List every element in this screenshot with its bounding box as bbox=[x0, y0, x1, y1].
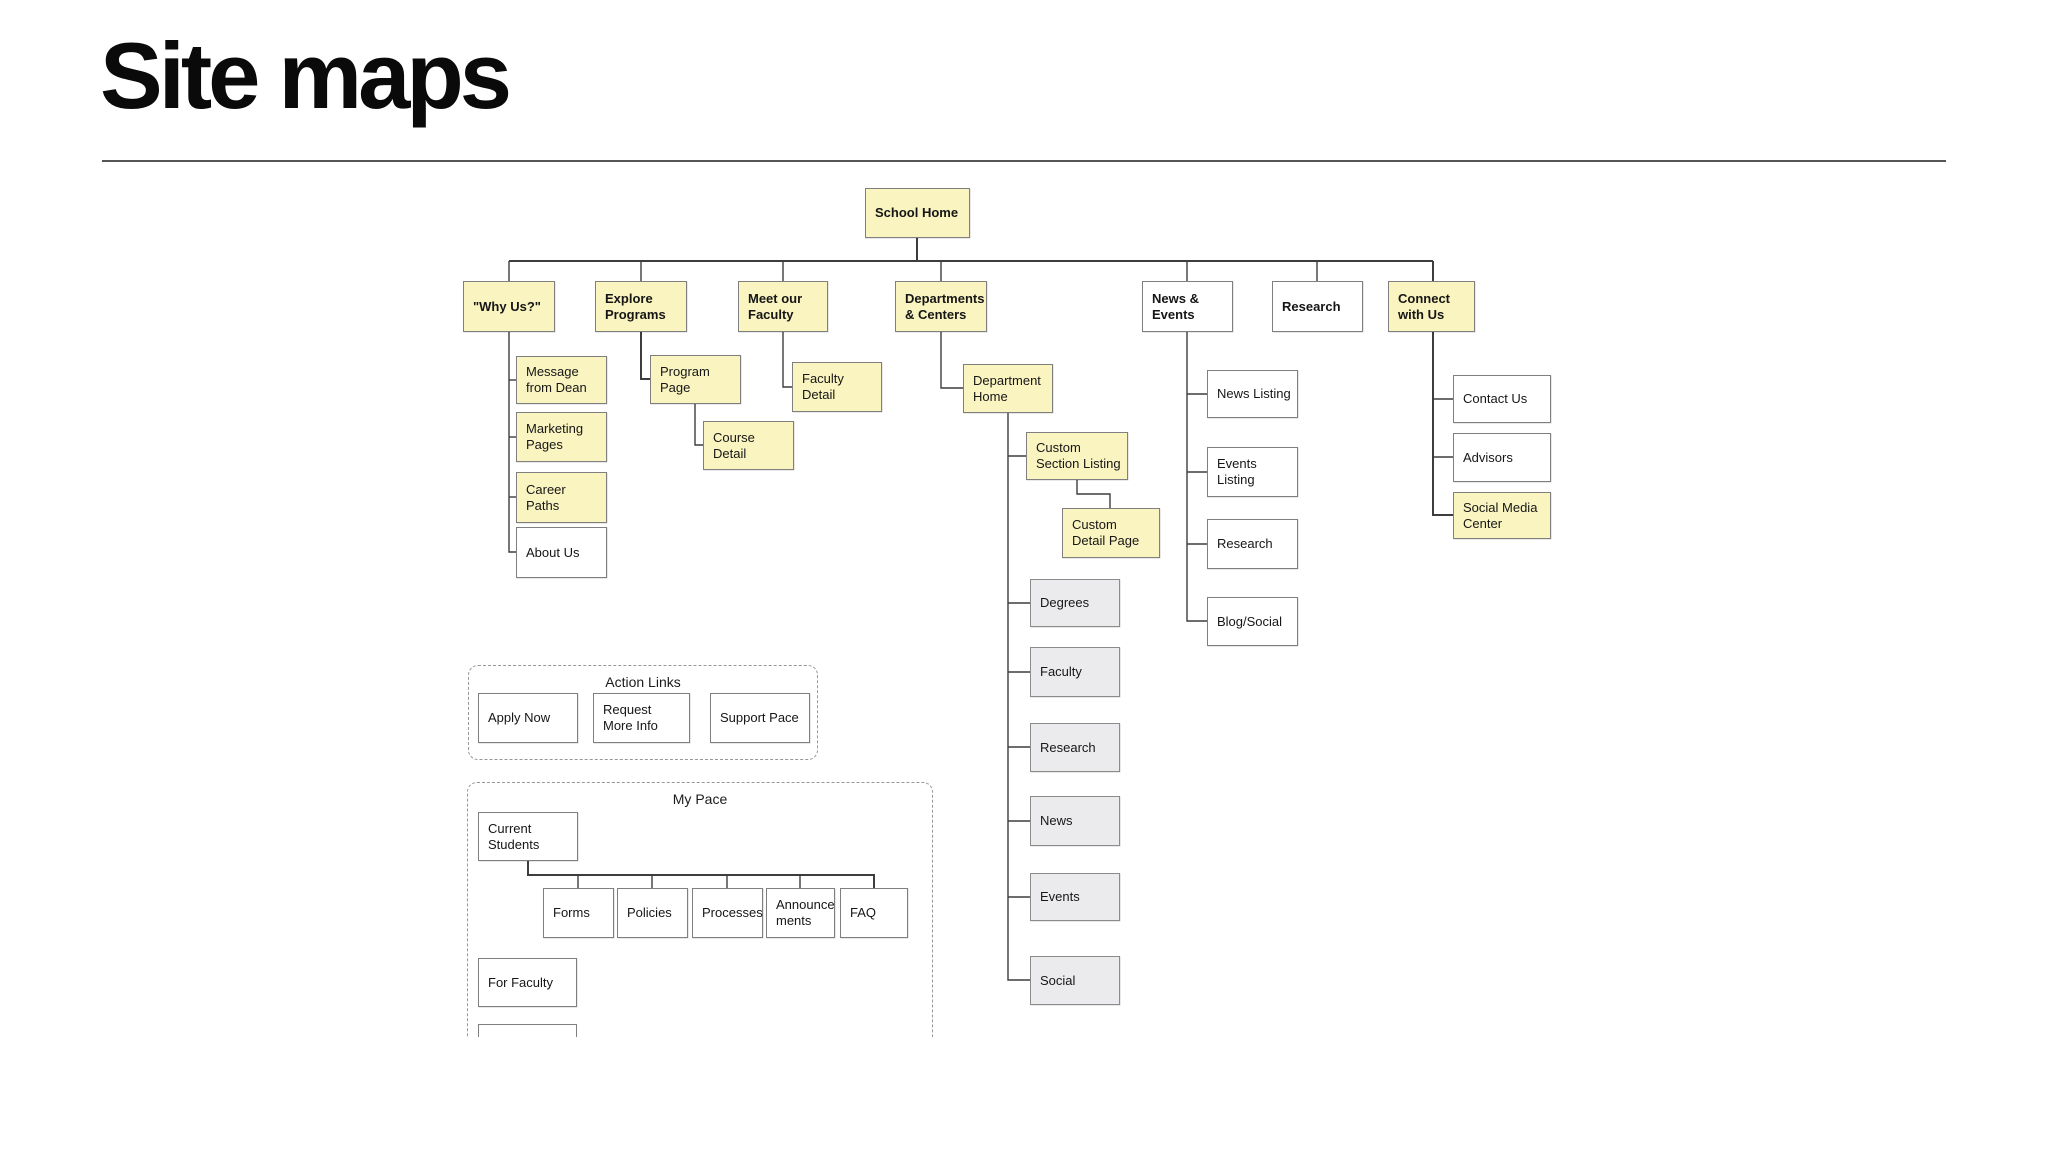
node-department-home: Department Home bbox=[963, 364, 1053, 413]
node-advisors: Advisors bbox=[1453, 433, 1551, 482]
node-label: Forms bbox=[553, 905, 590, 921]
node-label: Policies bbox=[627, 905, 672, 921]
node-cut-box bbox=[478, 1024, 577, 1037]
node-about-us: About Us bbox=[516, 527, 607, 578]
node-dept-news: News bbox=[1030, 796, 1120, 846]
title-divider bbox=[102, 160, 1946, 162]
node-forms: Forms bbox=[543, 888, 614, 938]
node-apply-now: Apply Now bbox=[478, 693, 578, 743]
node-label: Marketing Pages bbox=[526, 421, 584, 452]
node-label: About Us bbox=[526, 544, 580, 560]
node-research-top: Research bbox=[1272, 281, 1363, 332]
node-label: Custom Section Listing bbox=[1036, 440, 1121, 471]
node-support-pace: Support Pace bbox=[710, 693, 810, 743]
node-faq: FAQ bbox=[840, 888, 908, 938]
node-label: Announce ments bbox=[776, 897, 835, 928]
my-pace-group: My Pace bbox=[467, 782, 933, 1037]
my-pace-group-label: My Pace bbox=[672, 791, 728, 807]
node-label: Events bbox=[1040, 889, 1080, 905]
node-announcements-sibling-processes: Processes bbox=[692, 888, 763, 938]
node-message-from-dean: Message from Dean bbox=[516, 356, 607, 404]
node-blog-social: Blog/Social bbox=[1207, 597, 1298, 646]
node-label: Advisors bbox=[1463, 449, 1513, 465]
node-label: "Why Us?" bbox=[473, 298, 541, 314]
node-explore-programs: Explore Programs bbox=[595, 281, 687, 332]
node-ne-research: Research bbox=[1207, 519, 1298, 569]
node-current-students: Current Students bbox=[478, 812, 578, 861]
node-label: Faculty bbox=[1040, 664, 1082, 680]
node-label: Explore Programs bbox=[605, 290, 666, 322]
node-label: News & Events bbox=[1152, 290, 1199, 322]
node-label: Program Page bbox=[660, 363, 710, 395]
node-dept-social: Social bbox=[1030, 956, 1120, 1005]
node-contact-us: Contact Us bbox=[1453, 375, 1551, 423]
node-degrees: Degrees bbox=[1030, 579, 1120, 627]
node-label: Course Detail bbox=[713, 429, 755, 461]
node-news-events: News & Events bbox=[1142, 281, 1233, 332]
node-school-home: School Home bbox=[865, 188, 970, 238]
node-course-detail: Course Detail bbox=[703, 421, 794, 470]
node-news-listing: News Listing bbox=[1207, 370, 1298, 418]
node-label: Social Media Center bbox=[1463, 499, 1538, 531]
node-label: Processes bbox=[702, 905, 763, 921]
node-marketing-pages: Marketing Pages bbox=[516, 412, 607, 462]
node-departments-centers: Departments & Centers bbox=[895, 281, 987, 332]
node-label: Social bbox=[1040, 972, 1076, 988]
node-label: Blog/Social bbox=[1217, 613, 1283, 629]
node-program-page: Program Page bbox=[650, 355, 741, 404]
node-connect-with-us: Connect with Us bbox=[1388, 281, 1475, 332]
node-request-more-info: Request More Info bbox=[593, 693, 690, 743]
node-why-us: "Why Us?" bbox=[463, 281, 555, 332]
node-announcements: Announce ments bbox=[766, 888, 835, 938]
node-label: Department Home bbox=[973, 372, 1041, 404]
node-label: Request More Info bbox=[603, 702, 658, 733]
action-links-group-label: Action Links bbox=[605, 674, 681, 690]
node-label: News Listing bbox=[1217, 386, 1291, 402]
action-links-group: Action Links bbox=[468, 665, 818, 760]
node-dept-research: Research bbox=[1030, 723, 1120, 772]
node-career-paths: Career Paths bbox=[516, 472, 607, 523]
node-label: Meet our Faculty bbox=[748, 290, 803, 322]
node-label: Research bbox=[1217, 536, 1273, 552]
node-label: Message from Dean bbox=[526, 364, 587, 395]
node-label: Current Students bbox=[488, 820, 540, 852]
node-events-listing: Events Listing bbox=[1207, 447, 1298, 497]
node-label: Research bbox=[1282, 298, 1341, 314]
node-meet-our-faculty: Meet our Faculty bbox=[738, 281, 828, 332]
page-title: Site maps bbox=[100, 23, 512, 128]
node-custom-section-listing: Custom Section Listing bbox=[1026, 432, 1128, 480]
node-for-faculty: For Faculty bbox=[478, 958, 577, 1007]
node-label: School Home bbox=[875, 205, 959, 221]
node-label: Connect with Us bbox=[1398, 290, 1450, 322]
node-label: Events Listing bbox=[1217, 456, 1257, 487]
node-dept-events: Events bbox=[1030, 873, 1120, 921]
node-social-media-center: Social Media Center bbox=[1453, 492, 1551, 539]
node-label: FAQ bbox=[850, 905, 877, 921]
node-label: Support Pace bbox=[720, 710, 799, 726]
node-dept-faculty: Faculty bbox=[1030, 647, 1120, 697]
node-faculty-detail: Faculty Detail bbox=[792, 362, 882, 412]
node-label: Degrees bbox=[1040, 595, 1090, 611]
node-label: Career Paths bbox=[526, 481, 566, 513]
node-label: Research bbox=[1040, 739, 1096, 755]
node-label: Departments & Centers bbox=[905, 290, 985, 322]
node-label: Faculty Detail bbox=[802, 371, 844, 402]
node-label: Apply Now bbox=[488, 710, 551, 726]
node-custom-detail-page: Custom Detail Page bbox=[1062, 508, 1160, 558]
node-label: Contact Us bbox=[1463, 391, 1528, 407]
node-label: News bbox=[1040, 813, 1073, 829]
node-policies: Policies bbox=[617, 888, 688, 938]
node-label: For Faculty bbox=[488, 974, 554, 990]
node-label: Custom Detail Page bbox=[1072, 517, 1140, 548]
